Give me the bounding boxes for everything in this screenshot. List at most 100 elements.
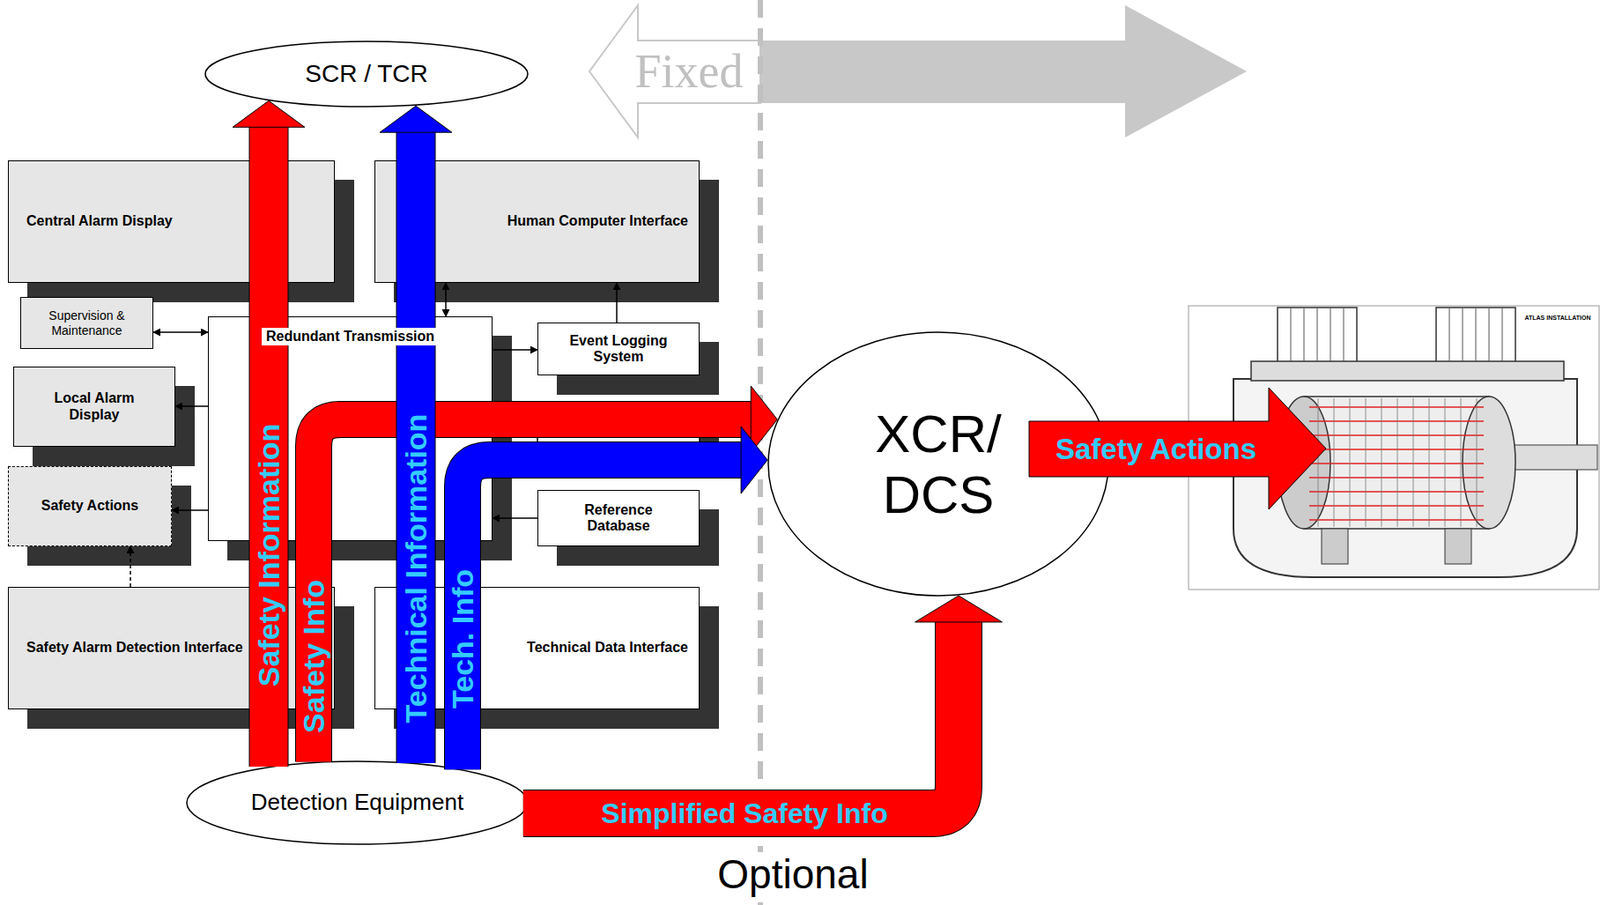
node-label: Redundant Transmission — [261, 327, 439, 346]
arrow-label-holder: Safety Information — [253, 423, 284, 687]
arrow-label-holder: Simplified Safety Info — [600, 799, 888, 828]
process-box: Central Alarm Display — [7, 160, 335, 283]
arrow-label: Safety Information — [253, 423, 284, 687]
blank-box-outline — [537, 406, 700, 460]
link-arrow — [153, 332, 208, 334]
process-box: Event Logging System — [537, 322, 700, 376]
detector-endcap — [1462, 396, 1516, 529]
arrow-label-holder: Tech. Info — [447, 569, 478, 709]
arrow-outline — [396, 131, 437, 763]
arrow-head — [740, 426, 768, 494]
arrow-outline — [249, 125, 289, 767]
detector-endcap — [1277, 396, 1331, 529]
region-label: Fixed — [634, 47, 743, 96]
node-label: Supervision & Maintenance — [43, 308, 132, 337]
link-arrow — [616, 282, 618, 323]
link-line — [175, 405, 208, 408]
link-line — [444, 282, 447, 317]
node-label: Central Alarm Display — [26, 213, 173, 230]
arrow-label-holder: Safety Info — [298, 579, 329, 734]
arrow-outline — [523, 621, 959, 814]
link-arrow — [175, 406, 208, 408]
link-arrow — [492, 349, 538, 351]
arrow-label: Tech. Info — [447, 569, 478, 709]
shaft-line — [1502, 308, 1504, 362]
label-holder: ATLAS INSTALLATION — [1524, 314, 1591, 321]
fixed-arrow — [589, 5, 1247, 138]
node-label: Local Alarm Display — [37, 390, 152, 423]
arrow-label: Safety Actions — [1055, 434, 1257, 464]
edges-group — [130, 100, 1002, 814]
arrow-outline — [313, 419, 752, 763]
flow-arrow — [462, 426, 768, 770]
arrow-shaft — [462, 459, 742, 770]
link-arrow — [492, 518, 538, 519]
link-line — [129, 546, 132, 587]
node-label: Event Logging System — [556, 333, 681, 366]
arrow-shaft — [523, 621, 959, 814]
equipment-ellipse: Detection Equipment — [185, 760, 529, 845]
process-box: Reference Database — [537, 489, 700, 547]
node-label: Technical Data Interface — [526, 639, 689, 656]
detector-hoop-line — [1309, 504, 1484, 507]
control-room-ellipse: XCR/ DCS — [767, 331, 1110, 597]
shaft-line — [1330, 308, 1332, 362]
node-label: SCR / TCR — [304, 59, 429, 89]
node-label: Safety Actions — [41, 497, 140, 514]
shaft-line — [1290, 308, 1292, 362]
link-arrow — [445, 282, 447, 317]
arrow-outline — [462, 459, 742, 770]
detector-hoop-line — [1309, 490, 1484, 493]
detector-stave-line — [1365, 398, 1367, 527]
arrow-shaft — [313, 419, 752, 763]
arrow-label-holder: Technical Information — [400, 414, 431, 724]
detector-stave-line — [1444, 398, 1446, 527]
label-holder: Safety Actions — [1055, 434, 1257, 464]
process-box: Local Alarm Display — [13, 366, 176, 447]
figure-caption: ATLAS INSTALLATION — [1524, 314, 1591, 321]
boundary-line — [757, 0, 763, 905]
detector-stave-line — [1318, 398, 1319, 527]
detector-hoop-line — [1309, 448, 1484, 451]
arrow-label: Technical Information — [400, 414, 431, 724]
detector-hoop-line — [1309, 518, 1484, 521]
shaft-line — [1303, 308, 1305, 362]
node-label: Safety Alarm Detection Interface — [26, 639, 244, 656]
link-line — [153, 331, 208, 334]
detector-stave-line — [1476, 398, 1478, 527]
link-arrow — [171, 510, 208, 512]
detector-barrel — [1303, 396, 1489, 529]
detector-grid — [1290, 308, 1503, 527]
safety-actions-arrow — [1029, 387, 1326, 510]
flow-arrow — [523, 595, 1003, 814]
blank-box — [537, 406, 719, 479]
detector-hoop-line — [1309, 434, 1484, 437]
shaft-line — [1317, 308, 1319, 362]
arrow-head — [915, 595, 1003, 623]
flow-arrow — [313, 385, 778, 763]
optional-box: Safety Actions — [7, 466, 172, 547]
arrow-label: Safety Info — [298, 579, 329, 734]
fixed-arrow-right — [760, 5, 1247, 138]
support-foot — [1321, 528, 1349, 564]
detector-hoop-line — [1309, 476, 1484, 479]
arrow-label: Simplified Safety Info — [600, 799, 888, 828]
link-line — [171, 509, 208, 512]
link-line — [492, 348, 538, 351]
node-label: Reference Database — [556, 502, 681, 535]
detector-hoop-line — [1309, 406, 1484, 408]
node-label: Human Computer Interface — [507, 213, 689, 230]
arrow-head — [750, 385, 778, 453]
detector-stave-line — [1460, 398, 1462, 527]
detector-stave-line — [1429, 398, 1430, 527]
shaft-line — [1449, 308, 1451, 362]
cavern-outline — [1233, 378, 1578, 578]
support-foot — [1444, 528, 1472, 564]
process-box: Safety Alarm Detection Interface — [7, 586, 335, 710]
process-box: Human Computer Interface — [374, 160, 700, 283]
label-holder: Fixed — [634, 47, 743, 96]
shaft-line — [1343, 308, 1345, 362]
link-line — [492, 517, 538, 519]
